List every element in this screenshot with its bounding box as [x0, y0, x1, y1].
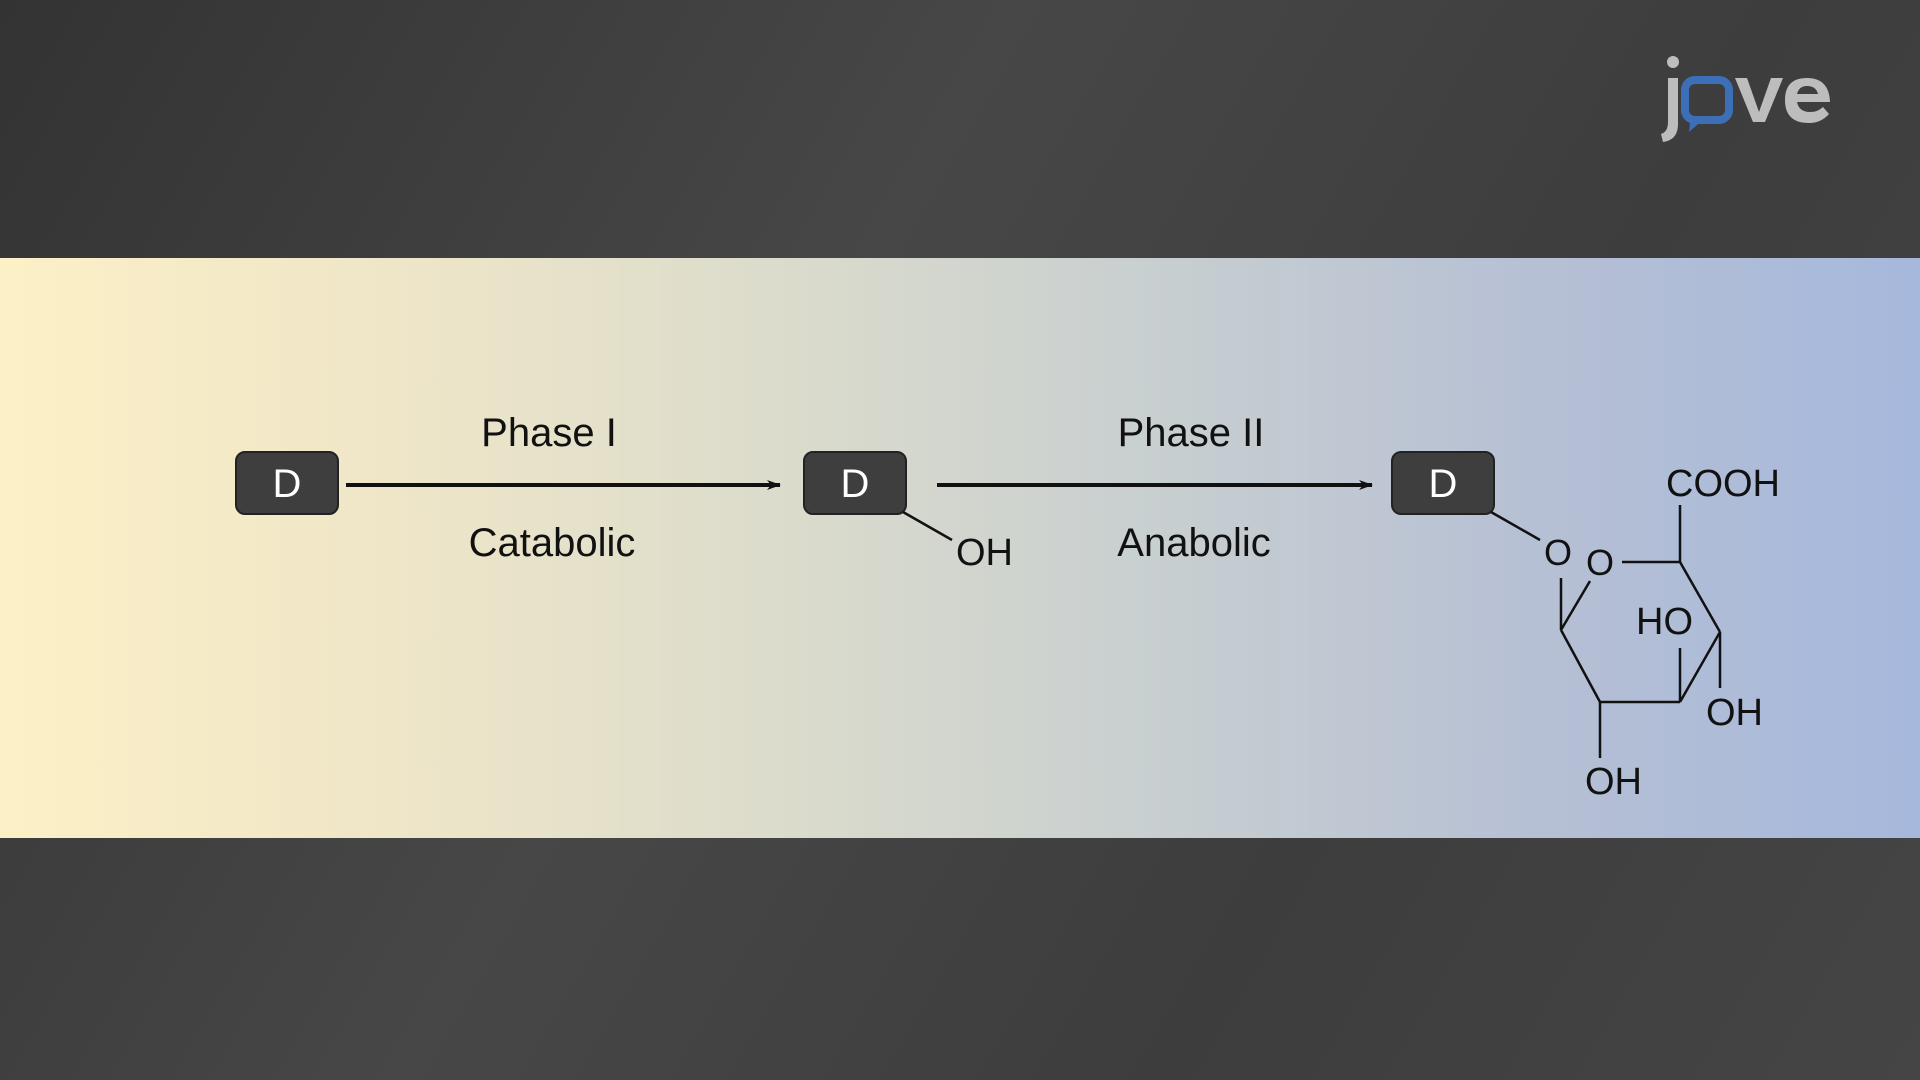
drug-symbol: D — [273, 462, 302, 506]
phase-1-label: Phase I — [481, 411, 617, 455]
hydroxyl-label: OH — [956, 532, 1013, 574]
ring-hydroxyl-label: HO — [1636, 601, 1693, 643]
drug-symbol: D — [1429, 462, 1458, 506]
jove-logo — [1661, 56, 1830, 142]
ring-oxygen: O — [1586, 542, 1614, 583]
right-hydroxyl-label: OH — [1706, 692, 1763, 734]
carboxyl-label: COOH — [1666, 463, 1780, 505]
anabolic-label: Anabolic — [1117, 521, 1270, 565]
phase-2-label: Phase II — [1118, 411, 1265, 455]
catabolic-label: Catabolic — [469, 521, 636, 565]
glucuronide-structure: O O COOH HO OH OH — [1490, 463, 1780, 803]
bottom-hydroxyl-label: OH — [1585, 761, 1642, 803]
drug-box-1: D — [235, 451, 339, 515]
drug-box-2: D — [803, 451, 907, 515]
drug-symbol: D — [841, 462, 870, 506]
drug-box-3: D — [1391, 451, 1495, 515]
linker-oxygen: O — [1544, 532, 1572, 573]
hydroxyl-bond — [902, 510, 953, 542]
